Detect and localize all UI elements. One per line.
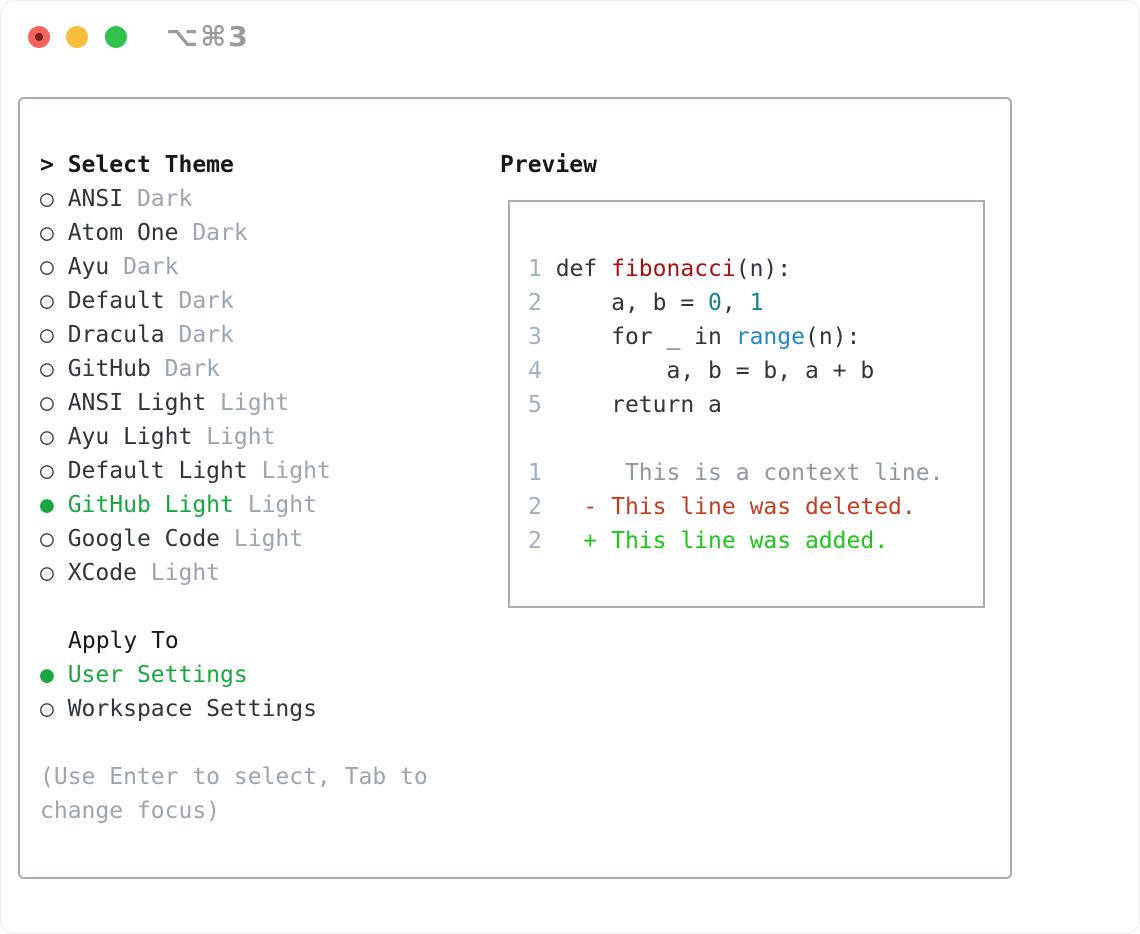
diff-added-line: 2 + This line was added. [528, 528, 889, 554]
line-number: 2 [528, 290, 542, 316]
line-number: 5 [528, 392, 542, 418]
line-number: 1 [528, 460, 542, 486]
radio-icon: ○ [40, 526, 68, 552]
close-dot-icon [35, 33, 43, 41]
theme-option-ansi-light[interactable]: ○ ANSI Light Light [40, 390, 290, 416]
function-name-token: fibonacci [611, 256, 736, 282]
radio-icon: ○ [40, 186, 68, 212]
theme-option-atom-one-dark[interactable]: ○ Atom One Dark [40, 220, 248, 246]
line-number: 2 [528, 528, 542, 554]
hint-text-line1: (Use Enter to select, Tab to [40, 764, 428, 790]
select-theme-header: > Select Theme [40, 148, 428, 182]
radio-icon: ○ [40, 424, 68, 450]
theme-option-default-light[interactable]: ○ Default Light Light [40, 458, 331, 484]
theme-option-google-code-light[interactable]: ○ Google Code Light [40, 526, 304, 552]
preview-code-box: 1 def fibonacci(n): 2 a, b = 0, 1 3 for … [508, 200, 985, 608]
theme-picker-panel: > Select Theme ○ ANSI Dark ○ Atom One Da… [18, 97, 1012, 879]
radio-icon: ○ [40, 458, 68, 484]
close-button[interactable] [28, 26, 50, 48]
select-theme-title: Select Theme [67, 152, 234, 178]
radio-icon: ○ [40, 696, 68, 722]
code-line-3: 3 for _ in range(n): [528, 324, 861, 350]
prompt-caret: > [40, 152, 68, 178]
builtin-token: range [735, 324, 805, 350]
radio-icon: ○ [40, 560, 68, 586]
code-line-2: 2 a, b = 0, 1 [528, 290, 764, 316]
gap [40, 726, 428, 760]
code-line-5: 5 return a [528, 392, 722, 418]
theme-option-github-dark[interactable]: ○ GitHub Dark [40, 356, 221, 382]
radio-icon: ○ [40, 254, 68, 280]
theme-option-ayu-light[interactable]: ○ Ayu Light Light [40, 424, 276, 450]
theme-list: > Select Theme ○ ANSI Dark ○ Atom One Da… [40, 148, 428, 828]
theme-option-default-dark[interactable]: ○ Default Dark [40, 288, 234, 314]
preview-title: Preview [500, 152, 597, 178]
radio-selected-icon: ● [40, 662, 68, 688]
theme-option-github-light-selected[interactable]: ● GitHub Light Light [40, 492, 317, 518]
radio-selected-icon: ● [40, 492, 68, 518]
theme-option-dracula-dark[interactable]: ○ Dracula Dark [40, 322, 234, 348]
radio-icon: ○ [40, 390, 68, 416]
blank-line [528, 422, 983, 456]
number-token: 1 [749, 290, 764, 316]
window-shortcut-label: ⌥⌘3 [166, 20, 250, 53]
diff-deleted-line: 2 - This line was deleted. [528, 494, 916, 520]
theme-option-ansi-dark[interactable]: ○ ANSI Dark [40, 186, 193, 212]
hint-text-line2: change focus) [40, 798, 221, 824]
zoom-button[interactable] [105, 26, 127, 48]
line-number: 3 [528, 324, 542, 350]
radio-icon: ○ [40, 288, 68, 314]
gap [40, 590, 428, 624]
theme-option-ayu-dark[interactable]: ○ Ayu Dark [40, 254, 179, 280]
line-number: 2 [528, 494, 542, 520]
code-line-4: 4 a, b = b, a + b [528, 358, 875, 384]
line-number: 4 [528, 358, 542, 384]
apply-option-user-settings[interactable]: ● User Settings [40, 662, 248, 688]
apply-to-header: Apply To [68, 628, 179, 654]
title-bar: ⌥⌘3 [0, 0, 1140, 75]
radio-icon: ○ [40, 220, 68, 246]
theme-option-xcode-light[interactable]: ○ XCode Light [40, 560, 221, 586]
diff-context-line: 1 This is a context line. [528, 460, 944, 486]
radio-icon: ○ [40, 322, 68, 348]
line-number: 1 [528, 256, 542, 282]
number-token: 0 [708, 290, 722, 316]
minimize-button[interactable] [66, 26, 88, 48]
apply-option-workspace-settings[interactable]: ○ Workspace Settings [40, 696, 317, 722]
code-line-1: 1 def fibonacci(n): [528, 256, 792, 282]
radio-icon: ○ [40, 356, 68, 382]
